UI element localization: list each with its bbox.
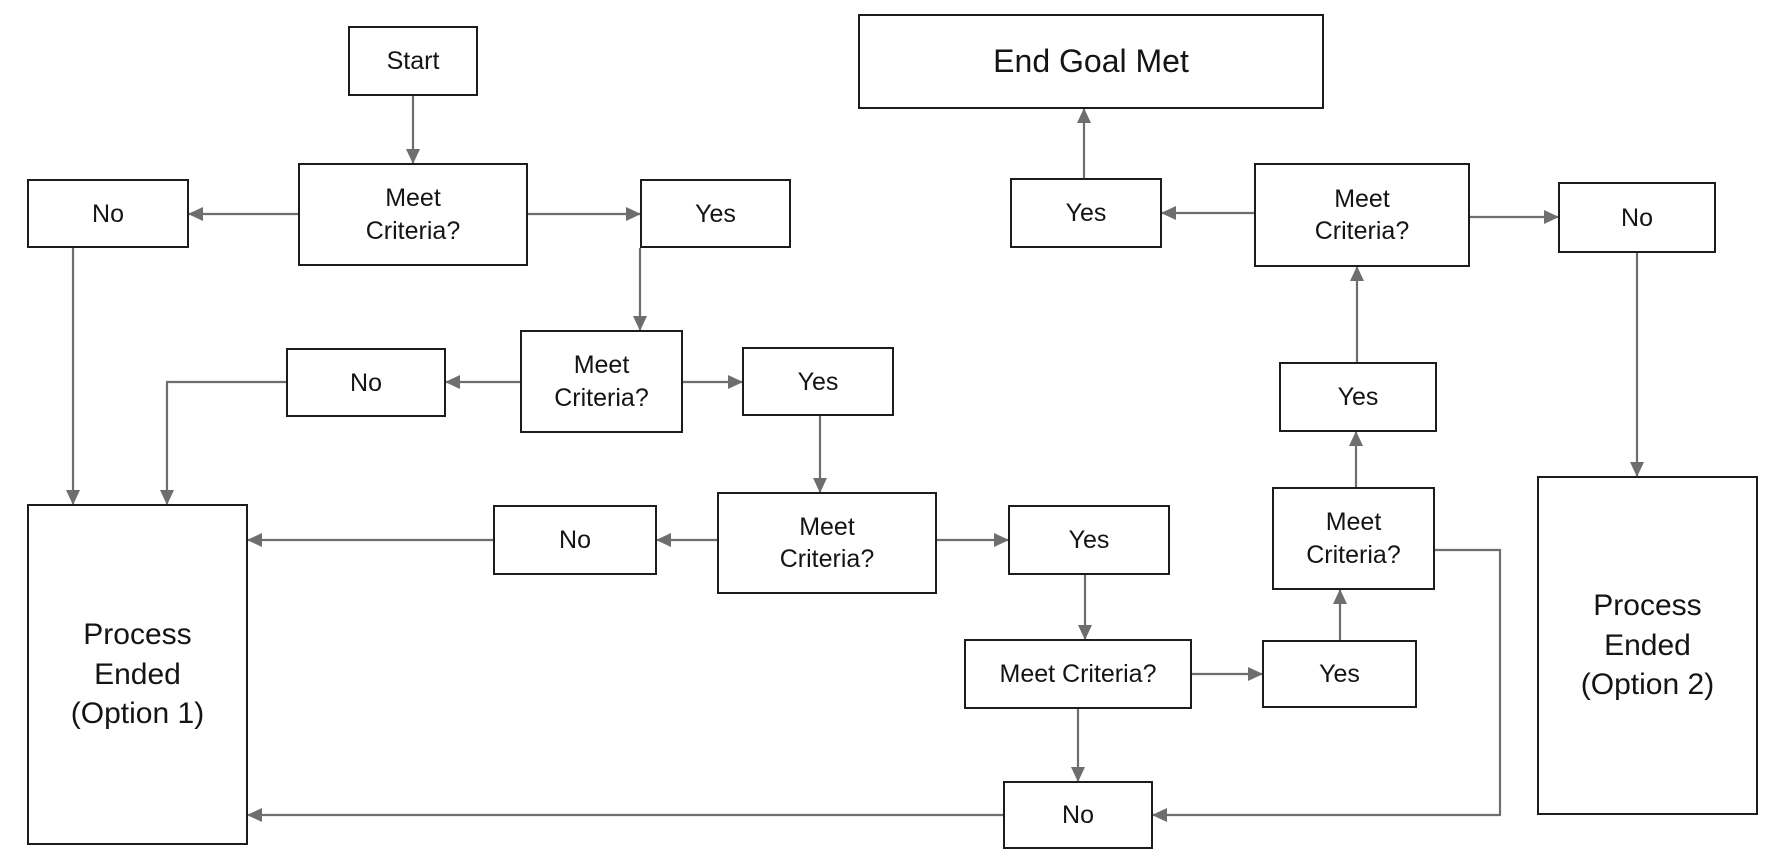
node-process1: Process Ended (Option 1) bbox=[27, 504, 248, 845]
node-start: Start bbox=[348, 26, 478, 96]
node-label: Meet Criteria? bbox=[1306, 508, 1401, 569]
node-label: Meet Criteria? bbox=[999, 660, 1157, 688]
node-no1: No bbox=[27, 179, 189, 248]
node-label: No bbox=[1621, 203, 1653, 232]
node-yes6: Yes bbox=[1010, 178, 1162, 248]
node-yes3: Yes bbox=[1008, 505, 1170, 575]
node-label: End Goal Met bbox=[993, 43, 1189, 80]
node-no5: No bbox=[1558, 182, 1716, 253]
node-no4: No bbox=[1003, 781, 1153, 849]
node-yes5: Yes bbox=[1279, 362, 1437, 432]
node-label: Yes bbox=[1068, 526, 1110, 554]
node-label: Meet Criteria? bbox=[1314, 184, 1410, 246]
node-mc2: Meet Criteria? bbox=[520, 330, 683, 433]
node-mc1: Meet Criteria? bbox=[298, 163, 528, 266]
node-label: No bbox=[350, 368, 382, 397]
node-label: No bbox=[559, 526, 591, 554]
node-label: Meet Criteria? bbox=[779, 512, 875, 574]
node-label: Process Ended (Option 2) bbox=[1580, 589, 1715, 702]
node-mc4: Meet Criteria? bbox=[964, 639, 1192, 709]
node-mc3: Meet Criteria? bbox=[717, 492, 937, 594]
node-yes1: Yes bbox=[640, 179, 791, 248]
node-mc6: Meet Criteria? bbox=[1254, 163, 1470, 267]
edge-no2-to-process1 bbox=[160, 380, 286, 505]
node-end_goal: End Goal Met bbox=[858, 14, 1324, 109]
node-label: No bbox=[1062, 801, 1094, 829]
edge-mc5-to-no4 bbox=[1152, 548, 1502, 822]
node-label: Yes bbox=[797, 367, 839, 396]
node-mc5: Meet Criteria? bbox=[1272, 487, 1435, 590]
node-yes2: Yes bbox=[742, 347, 894, 416]
node-label: Yes bbox=[1319, 660, 1360, 688]
node-no2: No bbox=[286, 348, 446, 417]
node-label: Yes bbox=[1337, 383, 1379, 411]
node-yes4: Yes bbox=[1262, 640, 1417, 708]
node-no3: No bbox=[493, 505, 657, 575]
node-label: Process Ended (Option 1) bbox=[70, 618, 205, 731]
node-process2: Process Ended (Option 2) bbox=[1537, 476, 1758, 815]
node-label: Yes bbox=[1065, 199, 1107, 227]
node-label: Meet Criteria? bbox=[365, 184, 461, 245]
node-label: Meet Criteria? bbox=[554, 351, 649, 412]
node-label: Yes bbox=[695, 199, 736, 228]
node-label: Start bbox=[386, 47, 440, 75]
node-label: No bbox=[92, 199, 124, 228]
